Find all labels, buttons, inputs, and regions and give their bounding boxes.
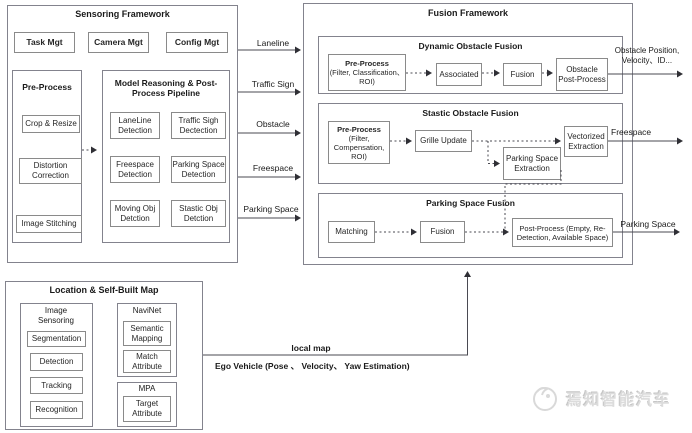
- grille-update-box: Grille Update: [415, 130, 472, 152]
- moving-obj-detection-box: Moving Obj Detction: [110, 200, 160, 227]
- distortion-correction-box: Distortion Correction: [19, 158, 82, 184]
- obstacle-output-label: Obstacle Position, Velocity、ID...: [614, 46, 680, 65]
- parking-space-detection-box: Parking Space Detection: [171, 156, 226, 183]
- image-sensoring-panel: [20, 303, 93, 427]
- crop-resize-box: Crop & Resize: [22, 115, 80, 133]
- watermark: 焉知智能汽车: [529, 382, 671, 414]
- dynamic-fusion-step-box: Fusion: [503, 63, 542, 86]
- dynamic-preprocess-sub: (Filter, Classification、ROI): [329, 68, 405, 86]
- config-mgt-box: Config Mgt: [166, 32, 228, 53]
- connector-label-laneline: Laneline: [256, 38, 290, 48]
- fusion-framework-panel: [303, 3, 633, 265]
- parking-extraction-box: Parking Space Extraction: [503, 147, 561, 180]
- freespace-detection-box: Freespace Detection: [110, 156, 160, 183]
- static-fusion-panel: [318, 103, 623, 184]
- local-map-label: local map: [291, 343, 331, 353]
- static-preprocess-title: Pre-Process: [337, 124, 381, 134]
- fusion-framework-title: Fusion Framework: [427, 8, 508, 18]
- associated-box: Associated: [436, 63, 482, 86]
- connector-label-traffic-sign: Traffic Sign: [251, 79, 295, 89]
- parking-fusion-panel: [318, 193, 623, 258]
- yanzhi-logo-icon: [533, 387, 557, 411]
- freespace-output-label: Freespace: [611, 127, 652, 137]
- location-title: Location & Self-Built Map: [49, 285, 159, 295]
- detection-box: Detection: [30, 353, 83, 371]
- traffic-sign-detection-box: Traffic Sigh Dectection: [171, 112, 226, 139]
- laneline-detection-box: LaneLine Detection: [110, 112, 160, 139]
- parking-output-label: Parking Space: [620, 219, 676, 229]
- obstacle-postprocess-box: Obstacle Post-Process: [556, 58, 608, 91]
- image-stitching-box: Image Stitching: [16, 215, 82, 233]
- navinet-panel: [117, 303, 177, 377]
- segmentation-box: Segmentation: [27, 331, 86, 347]
- dynamic-preprocess-box: Pre-Process (Filter, Classification、ROI): [328, 54, 406, 91]
- ego-vehicle-label: Ego Vehicle (Pose 、 Velocity、 Yaw Estima…: [215, 361, 410, 371]
- parking-fusion-step-box: Fusion: [420, 221, 465, 243]
- tracking-box: Tracking: [30, 377, 83, 394]
- static-preprocess-sub: (Filter, Compensation, ROI): [333, 133, 385, 161]
- match-attribute-box: Match Attribute: [123, 350, 171, 373]
- target-attribute-box: Target Attribute: [123, 396, 171, 422]
- watermark-text: 焉知智能汽车: [566, 392, 672, 409]
- semantic-mapping-box: Semantic Mapping: [123, 321, 171, 346]
- vectorized-extraction-box: Vectorized Extraction: [564, 126, 608, 157]
- pipeline-panel: [102, 70, 230, 243]
- matching-box: Matching: [328, 221, 375, 243]
- mpa-title: MPA: [138, 384, 156, 393]
- preprocess-panel: [12, 70, 82, 243]
- dynamic-fusion-panel: [318, 36, 623, 94]
- parking-postprocess-box: Post-Process (Empty, Re-Detection, Avail…: [512, 218, 613, 247]
- connector-label-freespace: Freespace: [252, 163, 294, 173]
- recognition-box: Recognition: [30, 401, 83, 419]
- preprocess-title: Pre-Process: [22, 82, 72, 92]
- parking-fusion-title: Parking Space Fusion: [426, 198, 515, 208]
- sensoring-framework-panel: [7, 5, 238, 263]
- task-mgt-box: Task Mgt: [14, 32, 75, 53]
- camera-mgt-box: Camera Mgt: [88, 32, 149, 53]
- static-preprocess-box: Pre-Process (Filter, Compensation, ROI): [328, 121, 390, 164]
- image-sensoring-title: Image Sensoring: [37, 306, 75, 325]
- sensoring-framework-title: Sensoring Framework: [75, 9, 170, 19]
- location-panel: [5, 281, 203, 430]
- navinet-title: NaviNet: [132, 306, 162, 315]
- connector-label-obstacle: Obstacle: [256, 119, 290, 129]
- mpa-panel: [117, 382, 177, 427]
- pipeline-title: Model Reasoning & Post-Process Pipeline: [114, 78, 218, 99]
- connector-label-parking-space: Parking Space: [243, 204, 299, 214]
- dynamic-preprocess-title: Pre-Process: [345, 59, 389, 68]
- static-fusion-title: Stastic Obstacle Fusion: [422, 108, 519, 118]
- static-obj-detection-box: Stastic Obj Detction: [171, 200, 226, 227]
- dynamic-fusion-title: Dynamic Obstacle Fusion: [418, 41, 523, 51]
